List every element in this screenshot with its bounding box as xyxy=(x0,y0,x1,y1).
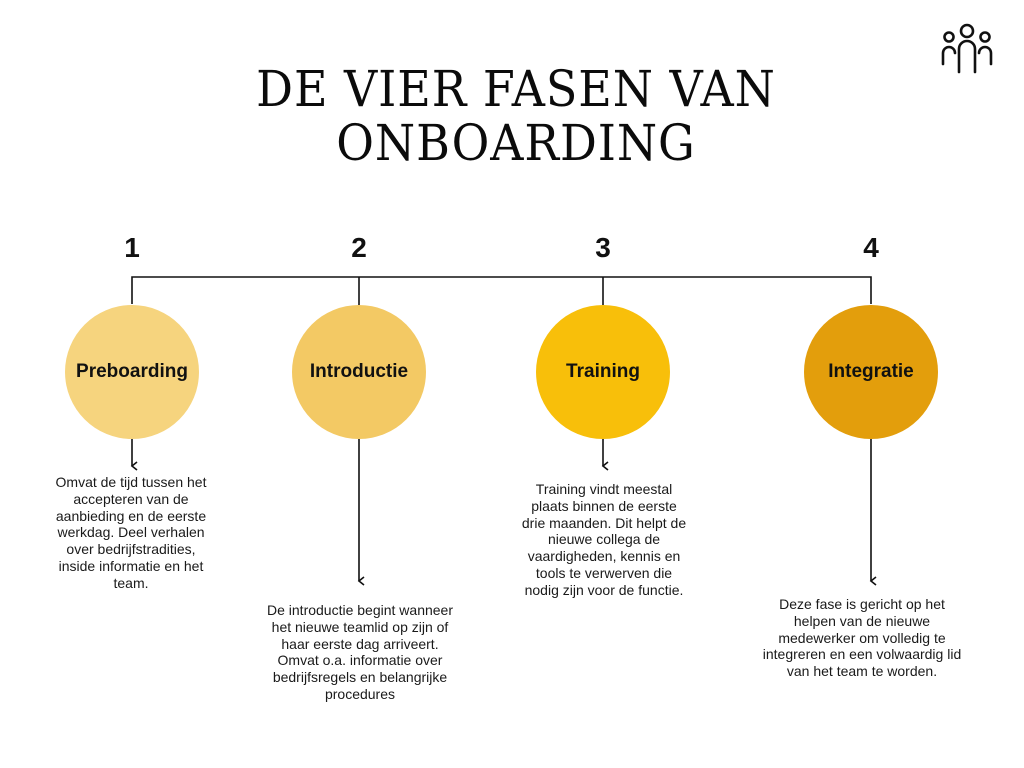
phase-description-4: Deze fase is gericht op het helpen van d… xyxy=(762,596,962,680)
phase-number-2: 2 xyxy=(351,232,367,263)
title-line-2: ONBOARDING xyxy=(336,114,696,172)
phase-label: Integratie xyxy=(828,361,914,382)
phase-circle-preboarding: Preboarding xyxy=(65,305,199,439)
phase-number-3: 3 xyxy=(595,232,611,263)
phase-label: Preboarding xyxy=(76,361,188,382)
phase-description-3: Training vindt meestal plaats binnen de … xyxy=(521,481,687,598)
title-line-1: DE VIER FASEN VAN xyxy=(256,60,776,118)
phase-number-4: 4 xyxy=(863,232,879,263)
timeline-horizontal-line xyxy=(131,276,872,304)
phase-circle-introductie: Introductie xyxy=(292,305,426,439)
phase-circle-integratie: Integratie xyxy=(804,305,938,439)
phase-description-1: Omvat de tijd tussen het accepteren van … xyxy=(55,474,207,591)
phase-label: Introductie xyxy=(309,361,409,382)
phase-number-1: 1 xyxy=(124,232,140,263)
phase-description-2: De introductie begint wanneer het nieuwe… xyxy=(267,602,454,702)
page-title: DE VIER FASEN VAN ONBOARDING xyxy=(41,62,990,170)
phase-label: Training xyxy=(566,361,640,382)
people-group-icon xyxy=(941,23,993,74)
phase-circle-training: Training xyxy=(536,305,670,439)
